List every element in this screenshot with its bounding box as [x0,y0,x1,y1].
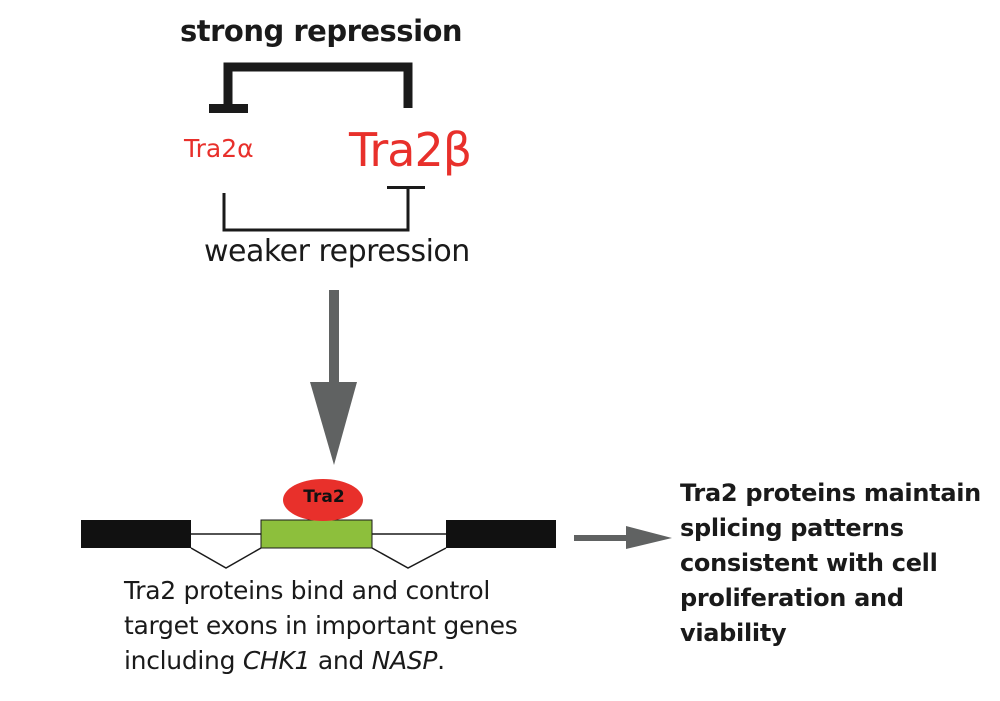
outcome-text: Tra2 proteins maintain splicing patterns… [680,479,981,647]
target-exon-description: Tra2 proteins bind and control target ex… [124,573,564,678]
description-period: . [437,646,445,675]
exon-upstream [81,520,191,548]
weaker-repression-label: weaker repression [204,234,470,269]
splice-junction-right [371,547,447,569]
description-line-2: target exons in important genes [124,611,518,640]
strong-repression-label: strong repression [180,14,463,48]
target-exon [260,519,373,549]
strong-repression-inhibition-line [223,62,413,110]
down-arrow-head [310,382,357,465]
description-and: and [310,646,372,675]
right-arrow-shaft [574,535,629,541]
tra2-alpha-label: Tra2α [184,134,254,163]
description-line-3-prefix: including [124,646,243,675]
tra2-protein-label: Tra2 [303,487,345,507]
strong-repression-tbar [209,104,248,113]
down-arrow-shaft [329,290,339,385]
right-arrow-head [626,526,672,549]
weaker-repression-inhibition-line [222,188,410,232]
gene-chk1: CHK1 [242,646,311,675]
weaker-repression-tbar [387,186,425,189]
splice-junction-left [190,547,262,569]
tra2-protein [283,479,363,521]
gene-nasp: NASP [371,646,438,675]
description-line-1: Tra2 proteins bind and control [124,576,491,605]
exon-downstream [446,520,556,548]
tra2-beta-label: Tra2β [349,123,472,177]
